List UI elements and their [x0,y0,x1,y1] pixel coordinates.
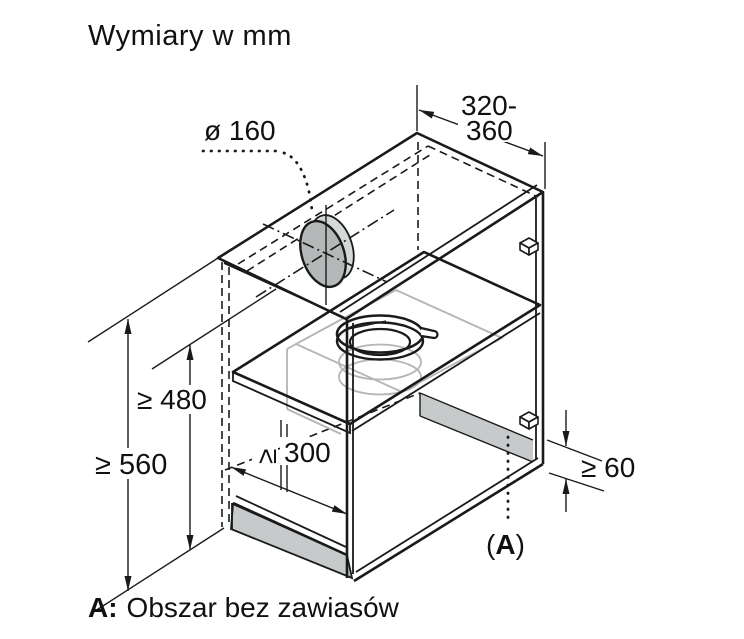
dim-clearance-value: 300 [284,437,331,468]
dim-hole-diameter: ø 160 [201,115,314,213]
area-a-paren-open: ( [486,529,496,560]
cabinet-bottom-right-edge [353,462,544,583]
collar-spout [420,326,439,340]
dim-height-outer-label: ≥ 560 [95,449,167,481]
dim-clearance-300: ≥ 300 [230,436,348,515]
dim-depth-label-line1: 320- [461,90,517,121]
hole-center-lines [255,209,395,298]
no-hinge-zone-strip [224,392,534,471]
area-a-callout: (A) [486,435,525,560]
dim-height-480: ≥ 480 [134,288,277,550]
label-mask [280,437,340,465]
hidden-back-panel-edges [237,142,539,272]
intermediate-shelf [231,250,542,435]
hidden-open-edge [221,262,230,527]
area-a-paren-close: ) [516,529,525,560]
legend-caption: A: Obszar bez zawiasów [88,592,399,624]
hinge-top [519,237,539,256]
hole-diameter-label: ø 160 [204,115,276,146]
area-a-letter: A [495,529,515,560]
exhaust-collar-ring [335,314,439,361]
drawing-title: Wymiary w mm [88,20,292,52]
label-mask [252,436,278,466]
dim-depth-label-line2: 360 [466,115,513,146]
duct-hole-face [299,219,347,289]
dim-height-560: ≥ 560 [87,257,225,614]
cabinet-top-face-inner-edge [223,184,538,318]
duct-hole [255,205,395,305]
label-mask [92,448,178,479]
damper-flap-edge [343,320,387,331]
label-mask [458,88,534,142]
legend-key: A: [88,592,118,623]
dim-clearance-sign: ≥ [251,449,282,464]
cabinet-body [216,131,545,583]
hood-body-outline [286,288,505,435]
dim-bottom-60: ≥ 60 [546,410,635,512]
area-a-label: (A) [486,529,525,560]
dim-bottom-strip-label: ≥ 60 [581,452,635,483]
dim-height-inner-label: ≥ 480 [137,384,207,415]
hinge-bottom [519,411,539,430]
dim-depth-320-360: 320- 360 [416,85,546,189]
label-mask [134,385,218,414]
legend-text: Obszar bez zawiasów [126,592,399,623]
